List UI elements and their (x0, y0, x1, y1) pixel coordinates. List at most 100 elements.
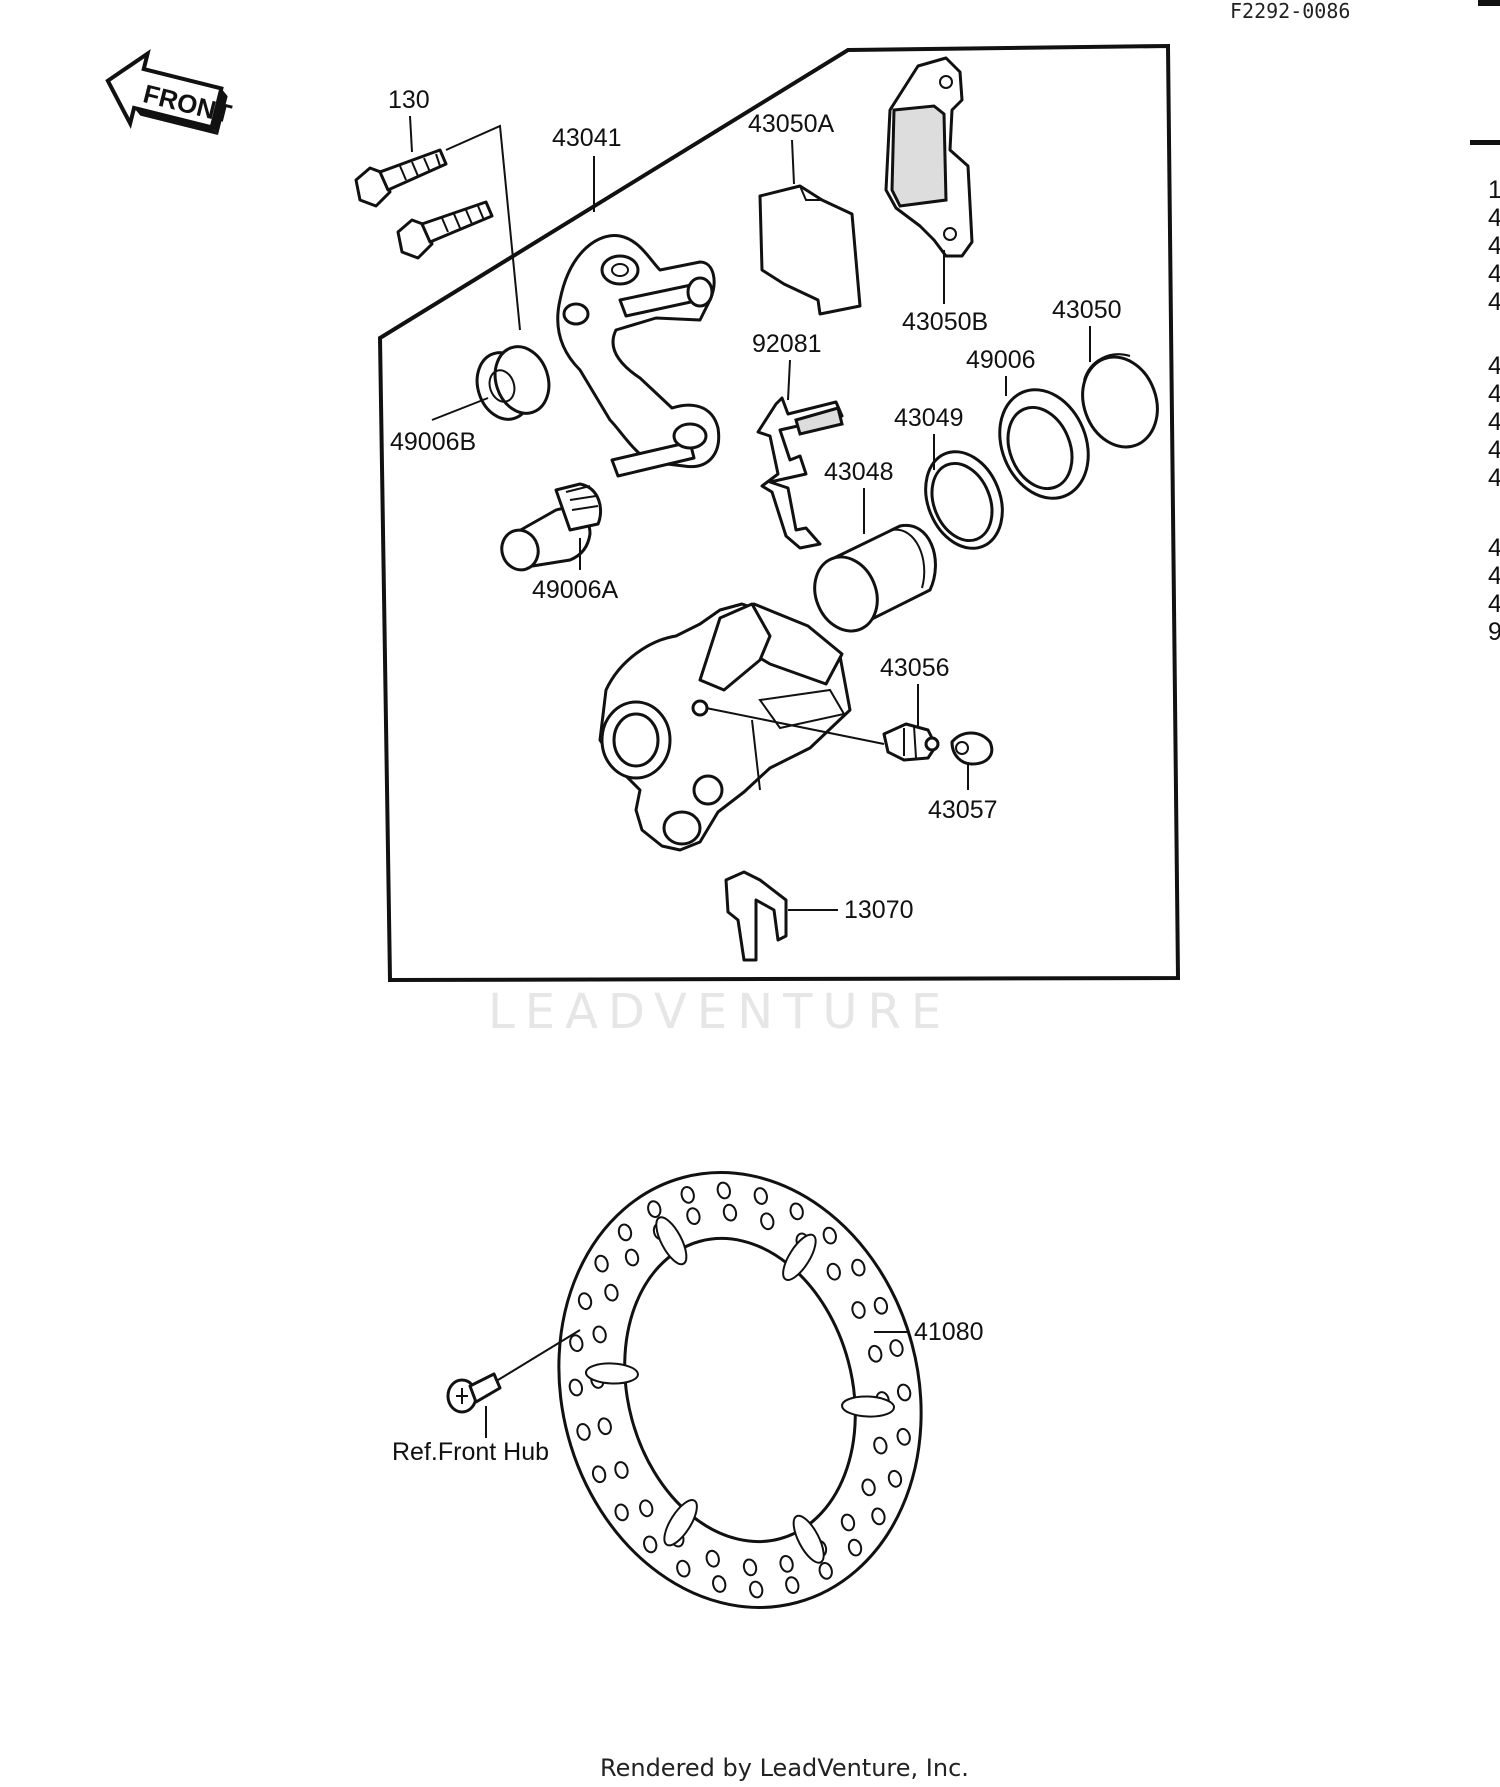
right-list-item: 4 (1488, 464, 1500, 492)
callout-43050: 43050 (1052, 296, 1122, 324)
disc-hole (868, 1344, 883, 1363)
disc-hole (568, 1378, 584, 1397)
callout-41080: 41080 (914, 1318, 984, 1346)
disc-hole (851, 1258, 866, 1277)
caliper-body-icon (598, 602, 852, 852)
diagram-code: F2292-0086 (1230, 0, 1350, 23)
callout-49006: 49006 (966, 346, 1036, 374)
right-list-item: 1 (1488, 176, 1500, 204)
clip-13070-icon (724, 870, 788, 962)
disc-hole (887, 1469, 903, 1488)
right-list-item: 4 (1488, 436, 1500, 464)
right-list-item: 4 (1488, 590, 1500, 618)
right-list-item: 4 (1488, 408, 1500, 436)
disc-hole (873, 1296, 889, 1315)
disc-hole (760, 1212, 775, 1231)
disc-hole (753, 1187, 768, 1205)
disc-hole (749, 1580, 764, 1599)
disc-hole (591, 1465, 607, 1484)
right-list-item: 4 (1488, 204, 1500, 232)
disc-hole (822, 1226, 837, 1245)
right-list-item: 9 (1488, 618, 1500, 646)
disc-slot (782, 1233, 817, 1281)
disc-hole (716, 1181, 731, 1200)
callout-43041: 43041 (552, 124, 622, 152)
disc-hole (742, 1558, 758, 1577)
callout-49006b: 49006B (390, 428, 476, 456)
disc-hole (604, 1283, 619, 1302)
disc-hole (680, 1186, 695, 1204)
brake-pad-43050b-icon (884, 56, 974, 258)
disc-hole (624, 1248, 640, 1267)
disc-hole (896, 1427, 911, 1446)
disc-hole (647, 1200, 662, 1219)
disc-hole (577, 1292, 593, 1311)
callout-43057: 43057 (928, 796, 998, 824)
disc-hole (576, 1423, 591, 1441)
disc-slot (792, 1514, 825, 1564)
callout-43048: 43048 (824, 458, 894, 486)
disc-hole (569, 1334, 584, 1353)
disc-hole (785, 1576, 800, 1594)
disc-hole (686, 1207, 701, 1226)
disc-hole (712, 1575, 727, 1593)
dust-seal-49006-icon (998, 388, 1090, 500)
right-list-item: 4 (1488, 232, 1500, 260)
disc-hole (818, 1561, 833, 1580)
disc-hole (896, 1383, 912, 1402)
watermark: LEADVENTURE (488, 984, 951, 1040)
bolt-130-icon (354, 148, 494, 260)
disc-hole (592, 1325, 607, 1344)
front-arrow-icon: FRONT (105, 48, 235, 136)
corner-mark (1478, 0, 1500, 6)
disc-hole (779, 1554, 794, 1573)
boot-49006a-icon (500, 482, 603, 572)
boot-49006b-icon (475, 345, 551, 421)
right-list-item: 4 (1488, 562, 1500, 590)
pad-spring-92081-icon (756, 396, 844, 550)
disc-hole (594, 1254, 609, 1273)
disc-hole (617, 1223, 633, 1242)
corner-mark-2 (1470, 140, 1500, 145)
disc-hole (614, 1503, 629, 1522)
callout-130: 130 (388, 86, 430, 114)
callout-49006a: 49006A (532, 576, 619, 604)
disc-hole (826, 1262, 841, 1281)
right-list-item: 4 (1488, 288, 1500, 316)
callout-92081: 92081 (752, 330, 822, 358)
brake-pad-43050a-icon (758, 184, 862, 316)
right-list-item: 4 (1488, 352, 1500, 380)
bleeder-cap-43057-icon (950, 731, 994, 766)
bleeder-valve-43056-icon (882, 722, 940, 762)
brake-disc-41080-icon (557, 1171, 923, 1609)
right-list-item: 4 (1488, 534, 1500, 562)
piston-seal-43049-icon (924, 450, 1004, 550)
piston-cap-43050-icon (1081, 353, 1159, 449)
disc-hole (851, 1301, 866, 1319)
caliper-bracket-43041-icon (556, 233, 721, 478)
disc-hole (643, 1535, 658, 1554)
callout-43050a: 43050A (748, 110, 835, 138)
disc-hole (789, 1202, 804, 1221)
disc-slot (655, 1216, 688, 1266)
disc-hole (597, 1417, 612, 1436)
ref-front-hub-label: Ref.Front Hub (392, 1438, 549, 1466)
piston-43048-icon (813, 523, 937, 633)
disc-slot (663, 1499, 698, 1547)
disc-hole (676, 1559, 691, 1578)
callout-43049: 43049 (894, 404, 964, 432)
disc-hole (614, 1461, 629, 1479)
disc-slot (584, 1362, 639, 1385)
footer-text: Rendered by LeadVenture, Inc. (600, 1754, 969, 1782)
disc-hole (873, 1436, 888, 1455)
disc-hole (861, 1478, 876, 1497)
disc-hole (889, 1339, 904, 1357)
disc-hole (847, 1538, 863, 1557)
callout-43050b: 43050B (902, 308, 988, 336)
disc-hole (639, 1499, 654, 1518)
right-list-item: 4 (1488, 380, 1500, 408)
disc-hole (840, 1513, 856, 1532)
callout-43056: 43056 (880, 654, 950, 682)
